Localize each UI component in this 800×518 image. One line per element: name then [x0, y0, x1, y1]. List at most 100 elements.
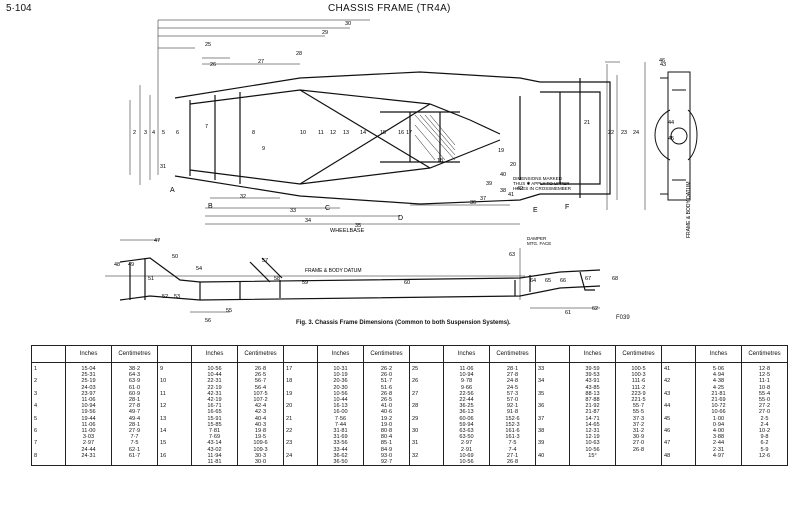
- side-dimension-label: 51: [148, 276, 154, 282]
- plan-dimension-label: 11: [318, 130, 324, 136]
- reference-point-label: B: [208, 203, 213, 210]
- side-dimension-lines: [105, 239, 600, 313]
- plan-dimension-label: 41: [508, 192, 514, 198]
- inches-header: Inches: [317, 345, 364, 363]
- side-dimension-label: 67: [585, 276, 591, 282]
- plan-view-frame: [174, 71, 611, 205]
- plan-dimension-label: 20: [510, 162, 516, 168]
- inches-header: Inches: [65, 345, 112, 363]
- side-elevation-frame: [119, 257, 601, 301]
- plan-dimension-label: 38: [500, 188, 506, 194]
- plan-dimension-label: 45: [668, 136, 674, 142]
- reference-point-label: A: [170, 187, 175, 194]
- figure-code: F039: [616, 315, 630, 321]
- plan-dimension-label: 31: [160, 164, 166, 170]
- hatch-detail: [414, 114, 456, 161]
- side-dimension-label: 66: [560, 278, 566, 284]
- side-dimension-label: 52: [162, 294, 168, 300]
- plan-dimension-label: 39: [486, 181, 492, 187]
- side-dimension-label: 57: [262, 258, 268, 264]
- plan-dimension-label: 8: [252, 130, 255, 136]
- page-title: CHASSIS FRAME (TR4A): [328, 3, 451, 14]
- figure-caption: Fig. 3. Chassis Frame Dimensions (Common…: [296, 320, 511, 326]
- inches-header: Inches: [191, 345, 238, 363]
- side-dimension-label: 55: [226, 308, 232, 314]
- plan-dimension-label: 12: [330, 130, 336, 136]
- plan-dimension-label: 2: [133, 130, 136, 136]
- number-header: [157, 345, 192, 363]
- plan-dimension-label: 35: [355, 223, 361, 229]
- plan-dimension-label: 27: [258, 59, 264, 65]
- centimetres-header: Centimetres: [615, 345, 662, 363]
- reference-point-label: F: [565, 204, 569, 211]
- plan-dimension-label: 4: [152, 130, 155, 136]
- plan-dimension-label: 3: [144, 130, 147, 136]
- reference-point-label: D: [398, 215, 403, 222]
- side-dimension-label: 59: [302, 280, 308, 286]
- plan-dimension-label: 28: [296, 51, 302, 57]
- plan-dimension-label: 15: [380, 130, 386, 136]
- number-header: [661, 345, 696, 363]
- centimetres-header: Centimetres: [741, 345, 788, 363]
- centimetres-header: Centimetres: [363, 345, 410, 363]
- plan-dimension-label: 5: [162, 130, 165, 136]
- side-dimension-label: 48: [114, 262, 120, 268]
- side-dimension-label: 64: [530, 278, 536, 284]
- side-dimension-label: 68: [612, 276, 618, 282]
- side-datum-label: FRAME & BODY DATUM: [305, 268, 362, 274]
- inches-header: Inches: [443, 345, 490, 363]
- side-dimension-label: 50: [172, 254, 178, 260]
- plan-dimension-label: 18: [437, 158, 443, 164]
- plan-dimension-label: 17: [406, 130, 412, 136]
- plan-dimension-label: 10: [300, 130, 306, 136]
- plan-dimension-label: 34: [305, 218, 311, 224]
- plan-dimension-label: 6: [176, 130, 179, 136]
- plan-dimension-label: 40: [500, 172, 506, 178]
- side-dimension-label: 61: [565, 310, 571, 316]
- plan-dimension-label: 13: [343, 130, 349, 136]
- side-dimension-label: 63: [509, 252, 515, 258]
- number-header: [31, 345, 66, 363]
- reference-point-label: E: [533, 207, 538, 214]
- plan-dimension-label: 42: [517, 186, 523, 192]
- plan-dimension-label: 32: [240, 194, 246, 200]
- side-dimension-label: 56: [205, 318, 211, 324]
- inches-header: Inches: [569, 345, 616, 363]
- plan-dimension-label: 9: [262, 146, 265, 152]
- inches-header: Inches: [695, 345, 742, 363]
- plan-dimension-label: 33: [290, 208, 296, 214]
- number-header: [283, 345, 318, 363]
- reference-point-label: C: [325, 205, 330, 212]
- plan-dimension-label: 23: [621, 130, 627, 136]
- number-header: [409, 345, 444, 363]
- plan-dimension-label: 24: [633, 130, 639, 136]
- side-dimension-label: 47: [154, 238, 160, 244]
- side-dimension-label: 49: [128, 262, 134, 268]
- centimetres-header: Centimetres: [489, 345, 536, 363]
- side-dimension-label: 54: [196, 266, 202, 272]
- plan-dimension-label: 16: [398, 130, 404, 136]
- wheelbase-label: WHEELBASE: [330, 228, 365, 234]
- plan-dimension-label: 7: [205, 124, 208, 130]
- plan-dimension-label: 46: [659, 58, 665, 64]
- side-dimension-label: 58: [274, 276, 280, 282]
- centimetres-header: Centimetres: [237, 345, 284, 363]
